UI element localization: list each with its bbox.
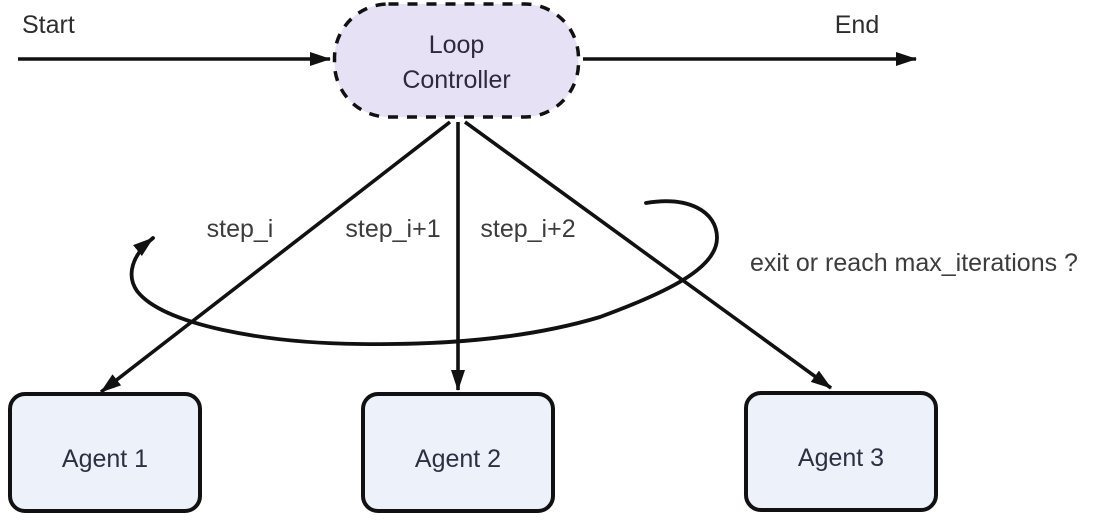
edge-label-step-i: step_i (207, 215, 274, 243)
loop-controller-label-line1: Loop (429, 31, 485, 59)
agent-3-label: Agent 3 (798, 444, 884, 472)
agent-3-node: Agent 3 (744, 391, 938, 512)
edge-label-step-i1: step_i+1 (345, 215, 440, 243)
agent-1-node: Agent 1 (8, 392, 202, 513)
agent-2-node: Agent 2 (361, 392, 555, 513)
agent-3-box (744, 391, 938, 512)
agent-2-box (361, 392, 555, 513)
edge-step-i-arrow (99, 120, 452, 394)
loop-controller-node: Loop Controller (332, 2, 581, 119)
agent-2-label: Agent 2 (415, 445, 501, 473)
edge-step-i2-arrow (463, 120, 833, 390)
edge-label-step-i2: step_i+2 (480, 215, 575, 243)
agent-1-label: Agent 1 (62, 445, 148, 473)
end-label: End (835, 11, 879, 39)
start-label: Start (22, 11, 75, 39)
loop-condition-label: exit or reach max_iterations ? (750, 249, 1078, 277)
loop-back-arrow (129, 199, 719, 347)
loop-controller-label-line2: Controller (402, 66, 510, 94)
loop-controller-shape (332, 2, 581, 119)
agent-1-box (8, 392, 202, 513)
